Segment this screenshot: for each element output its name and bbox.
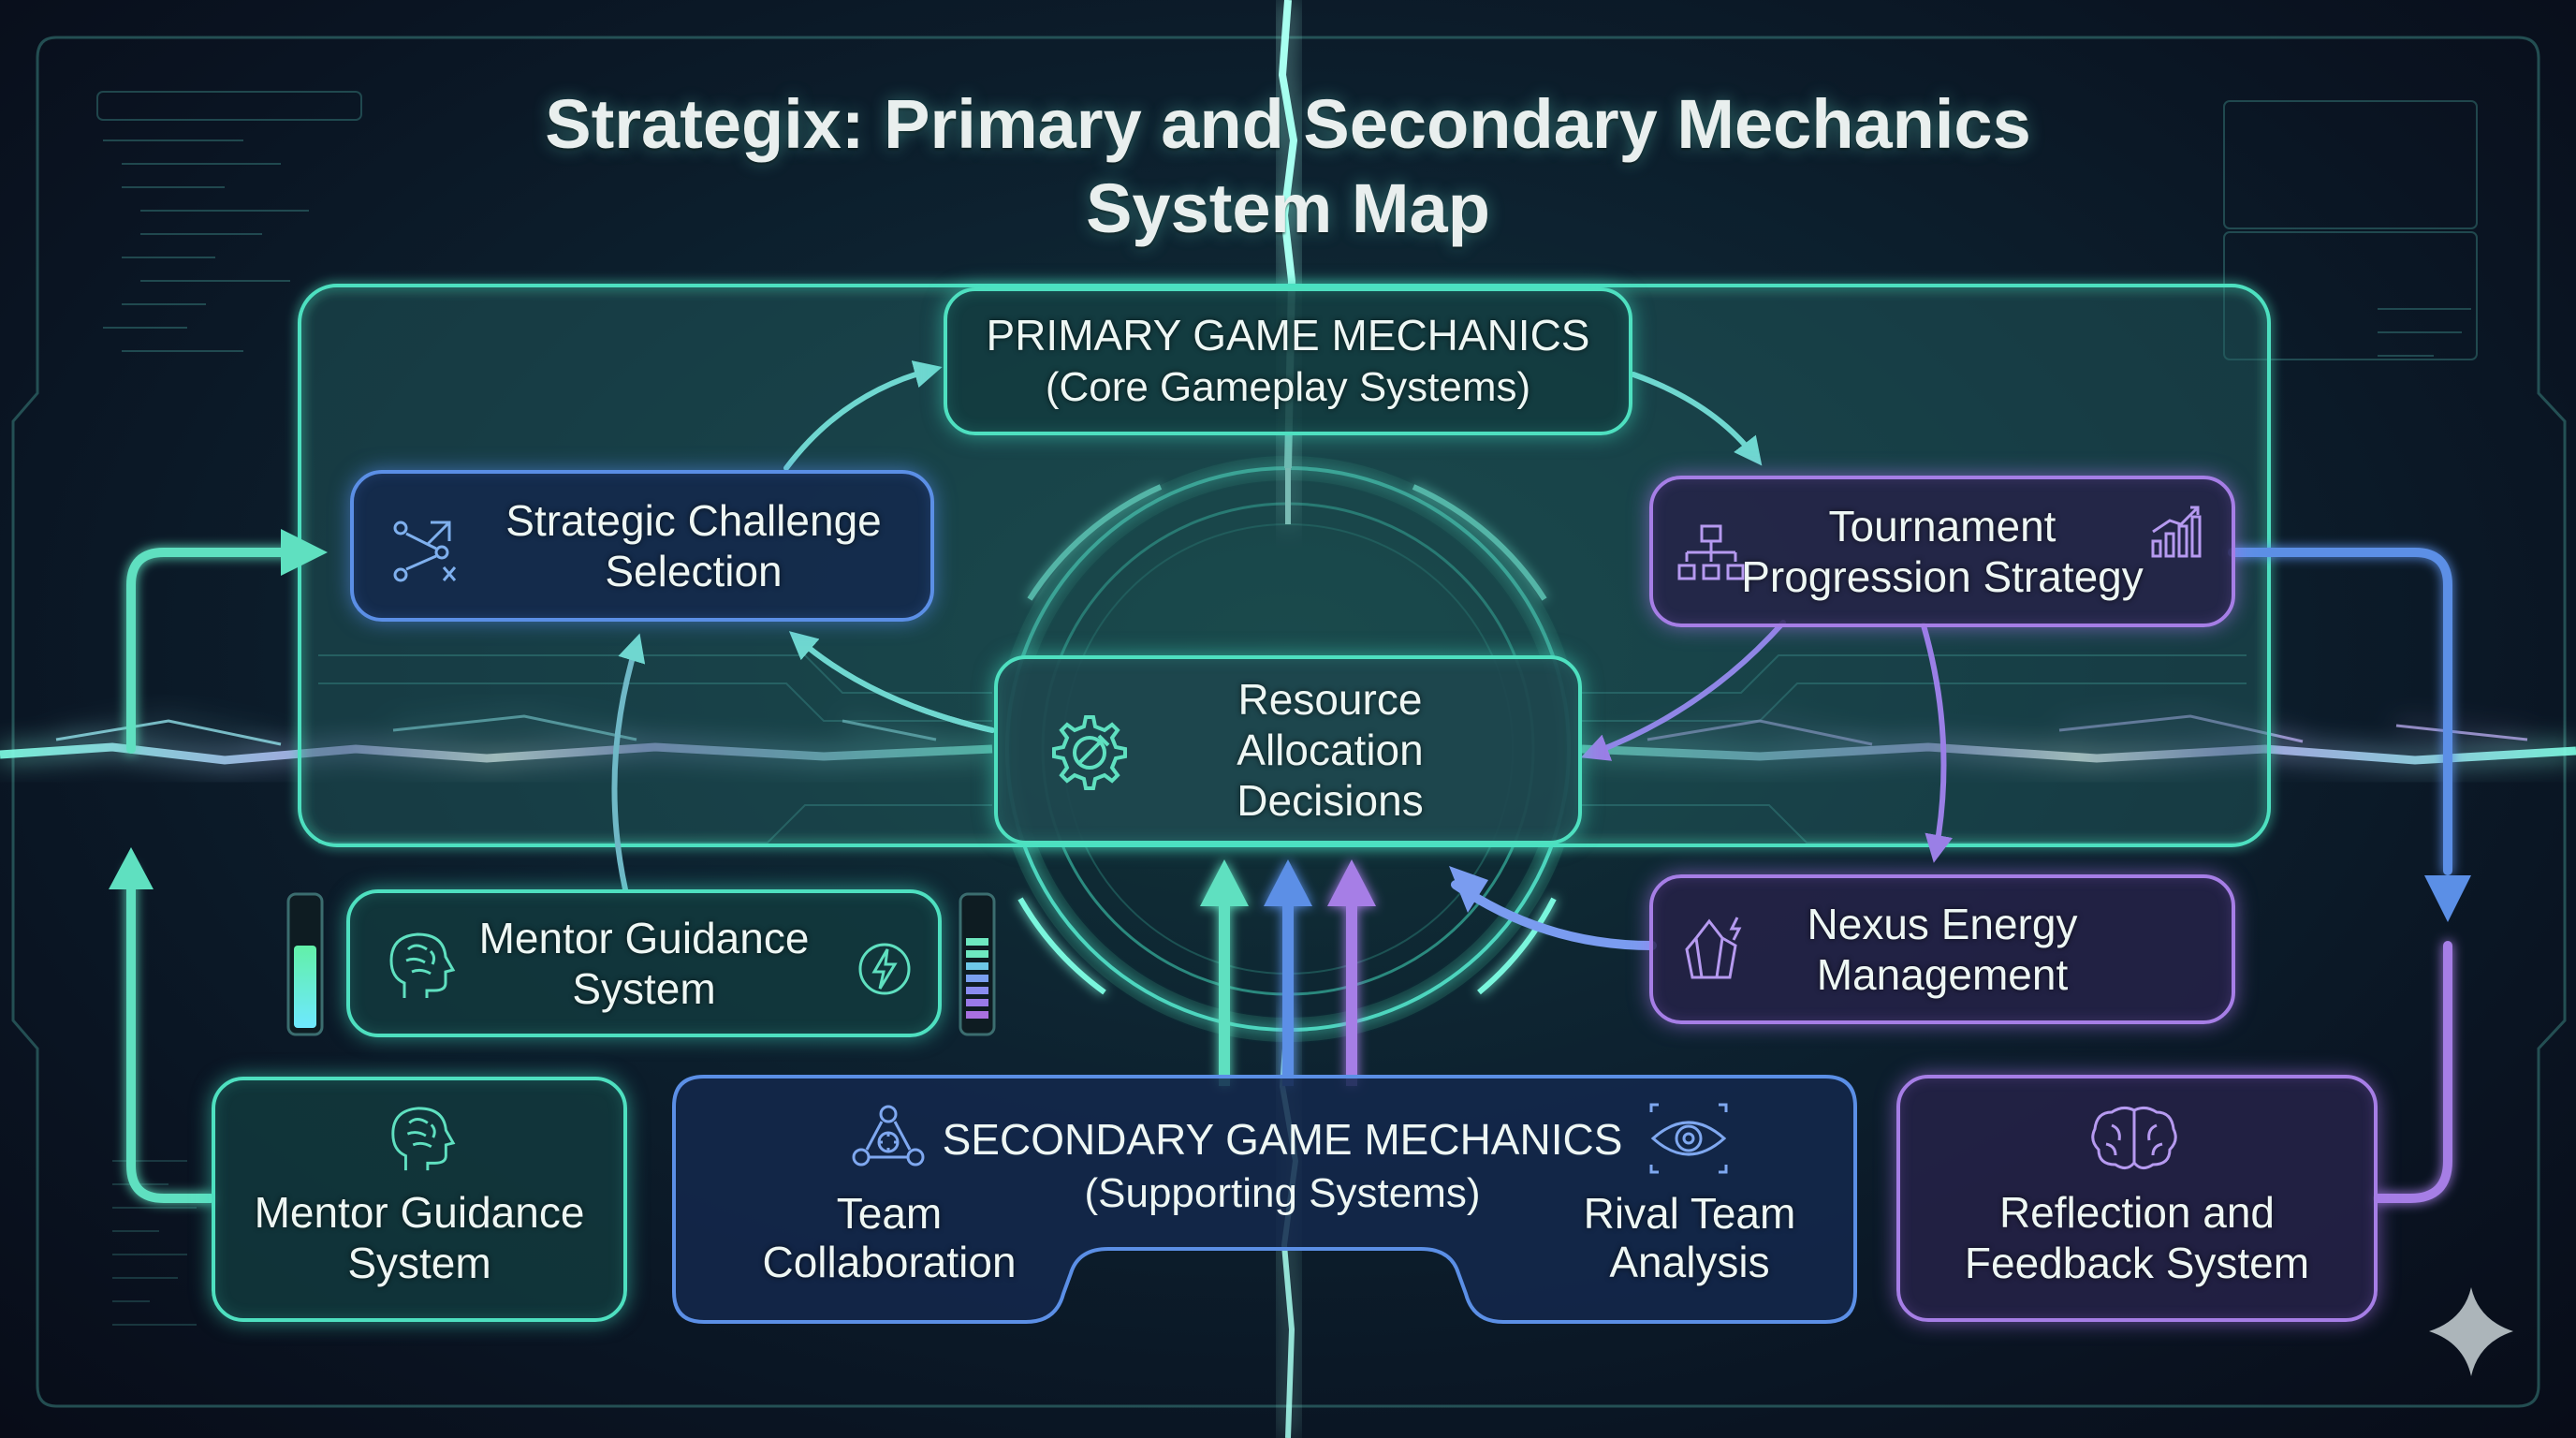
reflection-label-line-2: Feedback System xyxy=(1964,1239,2310,1287)
tournament-label-line-2: Progression Strategy xyxy=(1741,552,2144,601)
rival-label-line-1: Rival Team xyxy=(1583,1189,1796,1238)
org-chart-icon xyxy=(1677,524,1745,580)
head-brain-icon xyxy=(391,1107,456,1171)
resource-label-line-1: Resource xyxy=(1237,675,1423,724)
left-loop-arrowhead-right xyxy=(281,529,328,576)
right-feedback-loop xyxy=(2228,548,2452,1203)
mentor-low-label-line-2: System xyxy=(347,1239,491,1287)
rival-label-line-2: Analysis xyxy=(1609,1238,1770,1286)
reflection-label-line-1: Reflection and xyxy=(1998,1188,2276,1237)
page-title: Strategix: Primary and Secondary Mechani… xyxy=(352,82,2224,251)
head-brain-icon xyxy=(389,932,456,998)
rival-team-analysis-label: Rival Team Analysis xyxy=(1535,1189,1844,1286)
primary-header-title: PRIMARY GAME MECHANICS xyxy=(986,311,1590,360)
bar-chart-growth-icon xyxy=(2151,506,2202,558)
mentor-to-strategic-arrow xyxy=(611,633,646,892)
resource-allocation-node[interactable]: Resource Allocation Decisions xyxy=(994,655,1582,844)
mentor-mid-label-line-1: Mentor Guidance xyxy=(478,914,810,962)
mentor-low-label-line-1: Mentor Guidance xyxy=(254,1188,585,1237)
team-collaboration-label: Team Collaboration xyxy=(739,1189,1039,1286)
primary-header-subtitle: (Core Gameplay Systems) xyxy=(1045,364,1531,410)
left-feedback-loop xyxy=(126,548,304,1203)
primary-mechanics-header: PRIMARY GAME MECHANICS (Core Gameplay Sy… xyxy=(944,287,1632,435)
sparkle-icon xyxy=(2429,1287,2513,1376)
right-energy-meter xyxy=(959,892,996,1036)
left-loop-arrowhead-up xyxy=(109,847,154,889)
nexus-to-resource-arrow xyxy=(1449,866,1657,950)
strategic-label-line-2: Selection xyxy=(605,547,783,595)
resource-label-line-2: Allocation xyxy=(1237,726,1424,774)
crystal-energy-icon xyxy=(1685,917,1742,979)
secondary-up-arrows xyxy=(1200,859,1376,1086)
tournament-to-resource-arrow xyxy=(1580,620,1786,761)
secondary-mechanics-header: SECONDARY GAME MECHANICS (Supporting Sys… xyxy=(917,1112,1647,1221)
strategic-challenge-selection-node[interactable]: Strategic Challenge Selection xyxy=(350,470,934,622)
team-label-line-2: Collaboration xyxy=(762,1238,1017,1286)
mentor-mid-label-line-2: System xyxy=(572,964,716,1013)
resource-label-line-3: Decisions xyxy=(1237,776,1424,825)
nexus-energy-node[interactable]: Nexus Energy Management xyxy=(1649,874,2235,1024)
left-code-panel xyxy=(96,91,362,352)
brain-icon xyxy=(2091,1106,2177,1169)
left-energy-meter xyxy=(286,892,324,1036)
reflection-feedback-node[interactable]: Reflection and Feedback System xyxy=(1896,1075,2378,1322)
nexus-label-line-1: Nexus Energy xyxy=(1807,900,2078,948)
right-loop-arrowhead-down xyxy=(2424,875,2471,922)
title-line-1: Strategix: Primary and Secondary Mechani… xyxy=(545,85,2031,163)
secondary-mechanics-container xyxy=(672,1075,1857,1324)
team-label-line-1: Team xyxy=(836,1189,943,1238)
mentor-guidance-mid-node[interactable]: Mentor Guidance System xyxy=(346,889,942,1037)
branching-arrows-icon xyxy=(393,521,457,582)
secondary-header-subtitle: (Supporting Systems) xyxy=(1084,1170,1481,1216)
cycle-arrows xyxy=(783,360,1763,733)
mentor-guidance-low-node[interactable]: Mentor Guidance System xyxy=(212,1077,627,1322)
lightning-gear-icon xyxy=(858,943,911,995)
strategic-label-line-1: Strategic Challenge xyxy=(505,496,882,545)
secondary-header-title: SECONDARY GAME MECHANICS xyxy=(942,1115,1623,1164)
tournament-label-line-1: Tournament xyxy=(1828,502,2056,550)
title-line-2: System Map xyxy=(1086,169,1490,247)
outer-frame xyxy=(11,36,2567,1408)
gear-wrench-icon xyxy=(1052,715,1127,790)
left-bottom-code xyxy=(112,1160,197,1326)
nexus-label-line-2: Management xyxy=(1816,950,2069,999)
tournament-progression-node[interactable]: Tournament Progression Strategy xyxy=(1649,476,2235,627)
team-network-icon xyxy=(852,1105,925,1167)
eye-scan-icon xyxy=(1649,1103,1728,1174)
tournament-to-nexus-arrow xyxy=(1921,623,1953,863)
